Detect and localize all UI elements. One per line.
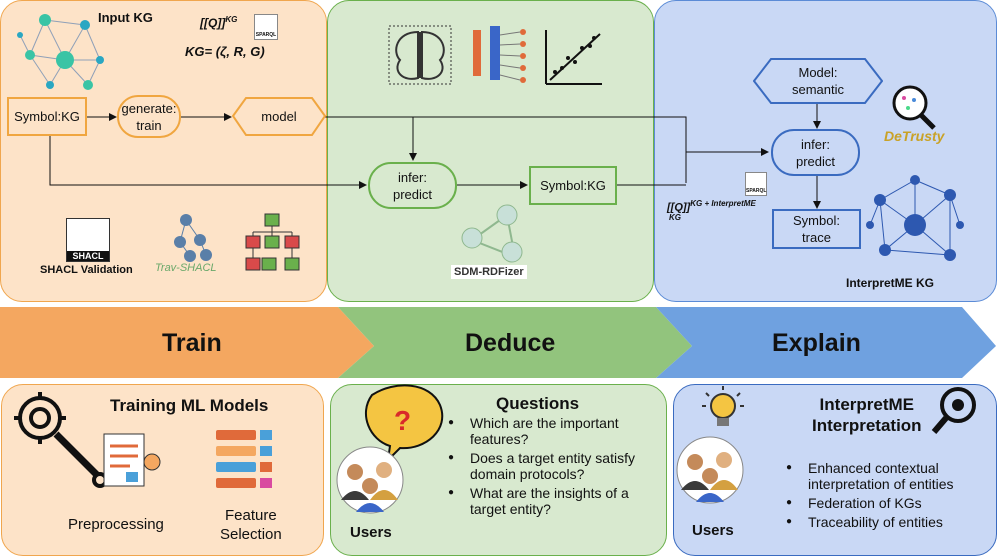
sparql-icon-explain: SPARQL xyxy=(745,172,767,196)
question-item: Which are the important features? xyxy=(448,415,660,447)
sparql-icon-explain-label: SPARQL xyxy=(746,188,767,194)
interpretme-kg-label: InterpretME KG xyxy=(846,276,935,290)
brain-icon xyxy=(388,25,452,85)
model-hexagon-shape xyxy=(232,97,326,136)
scatter-plot-icon xyxy=(545,30,602,85)
symbol-kg-train-box: Symbol:KG xyxy=(7,97,87,136)
trav-shacl-label: Trav-SHACL xyxy=(155,262,217,274)
train-panel xyxy=(0,0,327,302)
questions-title: Questions xyxy=(496,394,580,413)
input-kg-network-icon xyxy=(17,14,104,90)
kg-formula: KG= (ζ, R, G) xyxy=(185,44,265,59)
interpretation-item: Traceability of entities xyxy=(786,514,986,530)
shacl-validation-label: SHACL Validation xyxy=(40,264,133,276)
sdm-rdfizer-logo xyxy=(461,204,523,263)
detrusty-label: DeTrusty xyxy=(884,128,945,144)
query-explain-label: [[Q]]KG + InterpretME xyxy=(667,199,756,214)
deduce-stage-arrow xyxy=(338,307,692,378)
interpretation-item: Federation of KGs xyxy=(786,495,986,511)
symbol-kg-deduce-box: Symbol:KG xyxy=(529,166,617,205)
users-label-explain: Users xyxy=(692,522,734,539)
sparql-icon-label: SPARQL xyxy=(255,32,277,38)
train-stage-arrow xyxy=(0,307,374,378)
interpretation-title: InterpretME Interpretation xyxy=(812,395,922,435)
query-explain-superscript: KG + InterpretME xyxy=(690,199,756,208)
sdm-rdfizer-label: SDM-RDFizer xyxy=(451,265,527,279)
generate-train-node: generate: train xyxy=(117,95,181,138)
interpretation-list: Enhanced contextual interpretation of en… xyxy=(786,460,986,530)
validation-tree-icon xyxy=(245,213,300,271)
infer-predict-explain-node: infer: predict xyxy=(771,129,860,176)
question-item: What are the insights of a target entity… xyxy=(448,485,660,517)
shacl-logo: SHACL xyxy=(66,218,110,262)
model-hexagon: model xyxy=(232,97,326,136)
query-kg-superscript: KG xyxy=(225,15,238,24)
trav-shacl-icon xyxy=(174,214,212,262)
model-semantic-hexagon-shape xyxy=(753,58,883,104)
explain-stage-arrow xyxy=(656,307,996,378)
sparql-icon: SPARQL xyxy=(254,14,278,40)
shacl-badge-label: SHACL xyxy=(67,251,109,261)
query-explain-subscript: KG xyxy=(669,213,681,222)
users-label-deduce: Users xyxy=(350,524,392,541)
model-semantic-hexagon: Model: semantic xyxy=(753,58,883,104)
detrusty-magnifier-icon xyxy=(892,85,936,130)
training-title: Training ML Models xyxy=(110,396,269,415)
feature-selection-label: Feature Selection xyxy=(220,507,282,543)
input-kg-label: Input KG xyxy=(98,10,153,25)
model-semantic-label: Model: semantic xyxy=(791,65,845,97)
question-item: Does a target entity satisfy domain prot… xyxy=(448,450,660,482)
interpretation-item: Enhanced contextual interpretation of en… xyxy=(786,460,986,492)
query-explain-text: [[Q]] xyxy=(667,201,691,214)
questions-list: Which are the important features? Does a… xyxy=(448,415,660,517)
preprocessing-label: Preprocessing xyxy=(68,516,164,533)
neural-network-icon xyxy=(473,26,526,83)
symbol-trace-box: Symbol: trace xyxy=(772,209,861,249)
infer-predict-deduce-node: infer: predict xyxy=(368,162,457,209)
model-label: model xyxy=(261,109,297,124)
query-kg-label: [[Q]]KG xyxy=(200,15,237,30)
stage-train-label: Train xyxy=(162,329,222,357)
stage-deduce-label: Deduce xyxy=(465,329,556,357)
interpretme-kg-network-icon xyxy=(866,175,964,261)
stage-explain-label: Explain xyxy=(772,329,861,357)
query-kg-text: [[Q]] xyxy=(200,16,226,30)
